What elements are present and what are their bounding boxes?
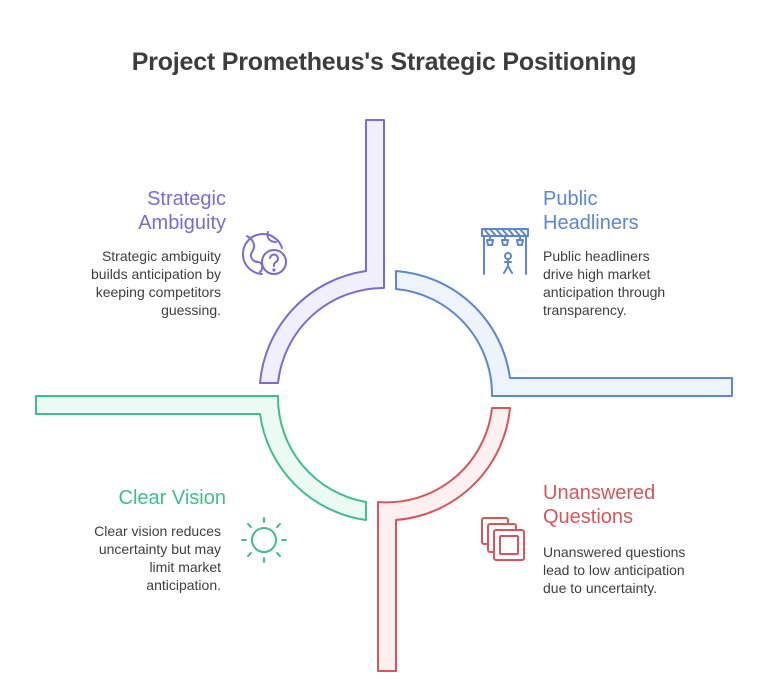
desc-line: uncertainty but may bbox=[98, 541, 221, 557]
desc-line: Strategic ambiguity bbox=[101, 248, 221, 264]
public-headliners-description: Public headliners drive high market anti… bbox=[543, 247, 665, 319]
desc-line: keeping competitors bbox=[95, 284, 221, 300]
desc-line: drive high market bbox=[543, 266, 651, 282]
desc-line: anticipation through bbox=[543, 284, 666, 300]
desc-line: Public headliners bbox=[543, 248, 650, 264]
desc-line: transparency. bbox=[543, 302, 627, 318]
stage-spotlight-icon bbox=[481, 228, 529, 275]
desc-line: Clear vision reduces bbox=[94, 523, 221, 539]
unanswered-questions-description: Unanswered questions lead to low anticip… bbox=[543, 543, 685, 597]
strategic-ambiguity-heading: Strategic Ambiguity bbox=[138, 187, 226, 235]
heading-line: Public bbox=[543, 188, 598, 210]
heading-line: Clear Vision bbox=[118, 487, 226, 509]
strategic-ambiguity-description: Strategic ambiguity builds anticipation … bbox=[91, 247, 221, 319]
desc-line: due to uncertainty. bbox=[543, 580, 658, 596]
diagram-title: Project Prometheus's Strategic Positioni… bbox=[131, 48, 637, 76]
desc-line: lead to low anticipation bbox=[543, 562, 685, 578]
desc-line: Unanswered questions bbox=[543, 544, 686, 560]
clear-vision-description: Clear vision reduces uncertainty but may… bbox=[94, 522, 221, 594]
unanswered-questions-heading: Unanswered Questions bbox=[543, 481, 655, 529]
desc-line: builds anticipation by bbox=[91, 266, 221, 282]
sun-icon bbox=[241, 517, 287, 563]
clear-vision-arm bbox=[35, 395, 367, 521]
layered-squares-icon bbox=[481, 517, 525, 561]
strategic-ambiguity-arm bbox=[259, 119, 385, 384]
public-headliners-heading: Public Headliners bbox=[543, 187, 639, 235]
unanswered-questions-arm bbox=[377, 407, 511, 672]
desc-line: anticipation. bbox=[146, 577, 221, 593]
heading-line: Headliners bbox=[543, 212, 639, 234]
desc-line: guessing. bbox=[161, 302, 221, 318]
heading-line: Ambiguity bbox=[138, 212, 226, 234]
public-headliners-arm bbox=[395, 270, 733, 397]
desc-line: limit market bbox=[149, 559, 221, 575]
clear-vision-heading: Clear Vision bbox=[119, 486, 226, 510]
globe-question-icon bbox=[241, 231, 287, 275]
heading-line: Strategic bbox=[147, 188, 226, 210]
heading-line: Questions bbox=[543, 506, 634, 528]
heading-line: Unanswered bbox=[543, 482, 656, 504]
